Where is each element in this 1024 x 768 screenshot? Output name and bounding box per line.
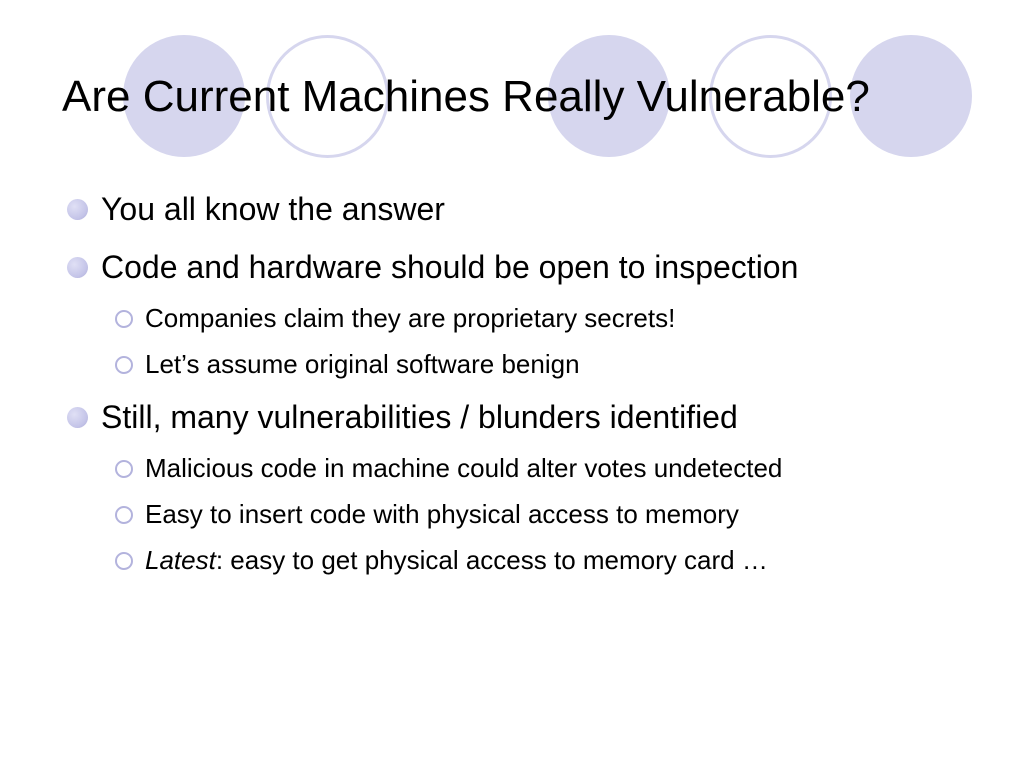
sub-bullet-text: Malicious code in machine could alter vo… [145, 453, 783, 483]
filled-circle-bullet-icon [67, 407, 88, 428]
sub-bullet-text: Companies claim they are proprietary sec… [145, 303, 676, 333]
emphasis-text: Latest [145, 545, 216, 575]
hollow-circle-bullet-icon [115, 356, 133, 374]
sub-bullet-item: Companies claim they are proprietary sec… [64, 302, 964, 334]
bullet-text: Code and hardware should be open to insp… [101, 249, 799, 285]
sub-bullet-item: Malicious code in machine could alter vo… [64, 452, 964, 484]
sub-bullet-item: Latest: easy to get physical access to m… [64, 544, 964, 576]
filled-circle-bullet-icon [67, 199, 88, 220]
bullet-item: Still, many vulnerabilities / blunders i… [64, 394, 964, 440]
bullet-item: You all know the answer [64, 186, 964, 232]
bullet-list: You all know the answer Code and hardwar… [64, 186, 964, 590]
bullet-text: Still, many vulnerabilities / blunders i… [101, 399, 738, 435]
sub-bullet-item: Easy to insert code with physical access… [64, 498, 964, 530]
hollow-circle-bullet-icon [115, 460, 133, 478]
hollow-circle-bullet-icon [115, 552, 133, 570]
decorative-circle-filled [850, 35, 972, 157]
sub-bullet-text: Let’s assume original software benign [145, 349, 580, 379]
sub-bullet-item: Let’s assume original software benign [64, 348, 964, 380]
bullet-text: You all know the answer [101, 191, 445, 227]
bullet-item: Code and hardware should be open to insp… [64, 244, 964, 290]
filled-circle-bullet-icon [67, 257, 88, 278]
decorative-circle-filled [123, 35, 245, 157]
sub-bullet-text: : easy to get physical access to memory … [215, 545, 768, 575]
hollow-circle-bullet-icon [115, 310, 133, 328]
hollow-circle-bullet-icon [115, 506, 133, 524]
sub-bullet-text: Easy to insert code with physical access… [145, 499, 739, 529]
slide-title: Are Current Machines Really Vulnerable? [62, 72, 870, 121]
decorative-circle-ring [709, 35, 832, 158]
decorative-circle-filled [548, 35, 670, 157]
decorative-circle-ring [266, 35, 389, 158]
